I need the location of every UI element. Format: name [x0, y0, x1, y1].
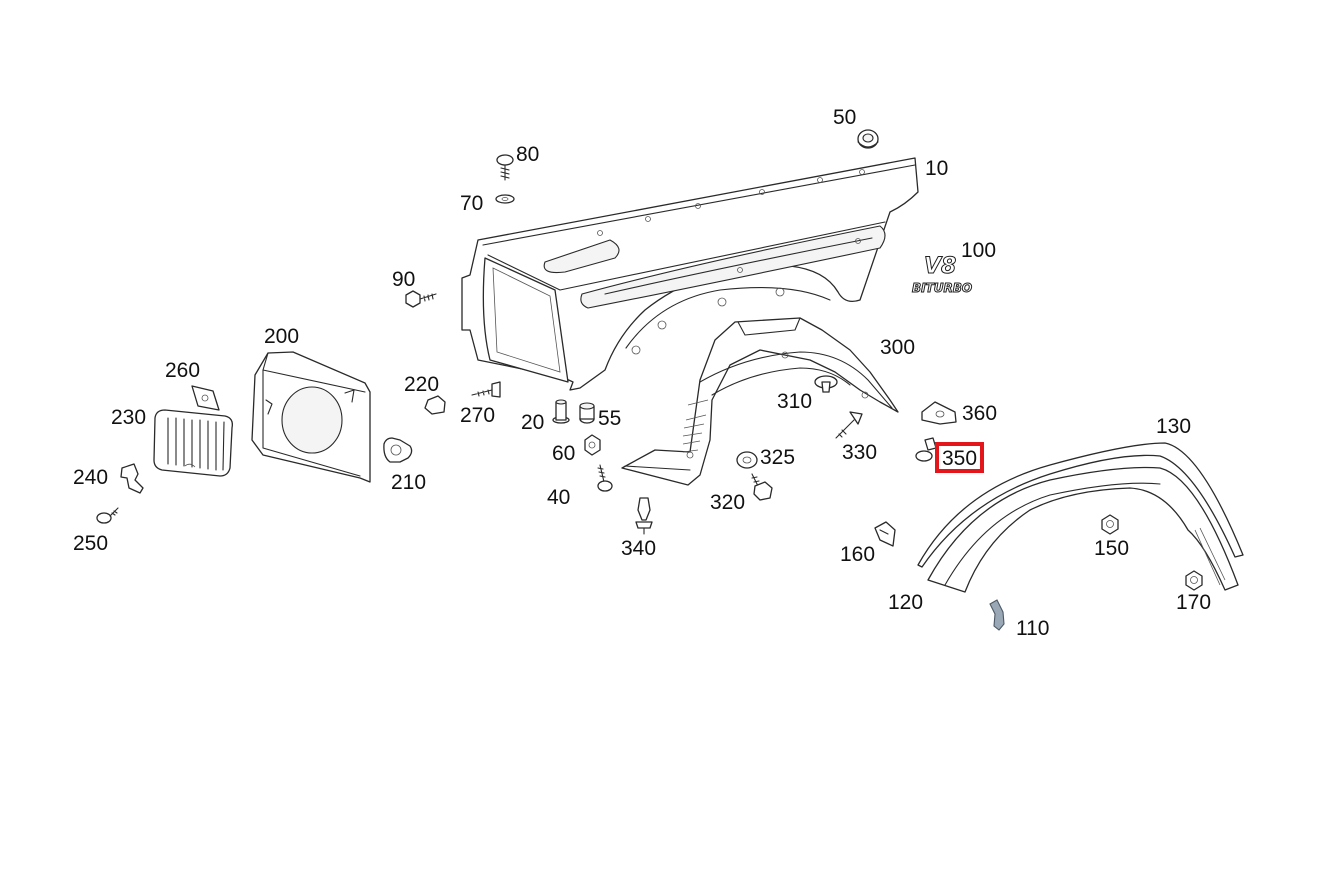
clip-part-360[interactable] [921, 401, 957, 425]
nut-part-150[interactable] [1101, 514, 1119, 535]
callout-60[interactable]: 60 [552, 442, 576, 465]
plug-part-210[interactable] [383, 437, 413, 463]
screw-part-250[interactable] [96, 507, 119, 524]
bolt-part-90[interactable] [405, 290, 437, 308]
callout-50[interactable]: 50 [833, 106, 857, 129]
wheel-arch-liner-part-300[interactable] [621, 317, 899, 486]
callout-200[interactable]: 200 [264, 325, 300, 348]
screw-part-330[interactable] [835, 411, 863, 439]
screw-part-270[interactable] [471, 381, 501, 398]
nut-part-170[interactable] [1185, 570, 1203, 591]
bolt-part-320[interactable] [751, 473, 773, 501]
emblem-line2: BITURBO [912, 281, 972, 295]
callout-10[interactable]: 10 [925, 157, 949, 180]
callout-230[interactable]: 230 [111, 406, 147, 429]
rivet-nut-part-20[interactable] [552, 399, 570, 424]
callout-270[interactable]: 270 [460, 404, 496, 427]
wheel-arch-flare-part-130[interactable] [917, 442, 1244, 568]
bracket-part-240[interactable] [120, 463, 144, 494]
callout-100[interactable]: 100 [961, 239, 997, 262]
clip-part-110[interactable] [989, 599, 1005, 631]
fender-part-10[interactable] [461, 157, 919, 391]
callout-170[interactable]: 170 [1176, 591, 1212, 614]
grille-part-230[interactable] [153, 409, 233, 477]
callout-260[interactable]: 260 [165, 359, 201, 382]
callout-350-selected[interactable]: 350 [935, 442, 985, 473]
callout-340[interactable]: 340 [621, 537, 657, 560]
clip-part-260[interactable] [191, 385, 220, 411]
callout-320[interactable]: 320 [710, 491, 746, 514]
callout-325[interactable]: 325 [760, 446, 796, 469]
callout-300[interactable]: 300 [880, 336, 916, 359]
callout-80[interactable]: 80 [516, 143, 540, 166]
callout-120[interactable]: 120 [888, 591, 924, 614]
callout-250[interactable]: 250 [73, 532, 109, 555]
callout-70[interactable]: 70 [460, 192, 484, 215]
callout-55[interactable]: 55 [598, 407, 622, 430]
callout-330[interactable]: 330 [842, 441, 878, 464]
clip-part-340[interactable] [635, 497, 653, 535]
callout-150[interactable]: 150 [1094, 537, 1130, 560]
callout-220[interactable]: 220 [404, 373, 440, 396]
clip-part-220[interactable] [424, 395, 446, 415]
callout-90[interactable]: 90 [392, 268, 416, 291]
screw-part-80[interactable] [496, 154, 514, 181]
emblem-part-100[interactable]: V8 BITURBO [912, 254, 973, 296]
clip-part-310[interactable] [814, 375, 838, 393]
callout-110[interactable]: 110 [1016, 617, 1050, 640]
callout-160[interactable]: 160 [840, 543, 876, 566]
wheel-arch-extension-part-120[interactable] [927, 466, 1239, 593]
nut-part-50[interactable] [857, 129, 879, 149]
bolt-part-40[interactable] [597, 464, 613, 492]
headlamp-housing-part-200[interactable] [251, 351, 371, 483]
callout-40[interactable]: 40 [547, 486, 571, 509]
emblem-line1: V8 [924, 254, 956, 279]
callout-210[interactable]: 210 [391, 471, 427, 494]
nut-part-160[interactable] [874, 521, 896, 547]
clip-part-350[interactable] [915, 437, 937, 462]
callout-360[interactable]: 360 [962, 402, 998, 425]
callout-20[interactable]: 20 [521, 411, 545, 434]
nut-part-60[interactable] [584, 434, 601, 456]
callout-240[interactable]: 240 [73, 466, 109, 489]
washer-part-325[interactable] [736, 451, 758, 469]
washer-part-70[interactable] [495, 194, 515, 204]
callout-310[interactable]: 310 [777, 390, 813, 413]
callout-130[interactable]: 130 [1156, 415, 1192, 438]
grommet-part-55[interactable] [579, 402, 595, 424]
